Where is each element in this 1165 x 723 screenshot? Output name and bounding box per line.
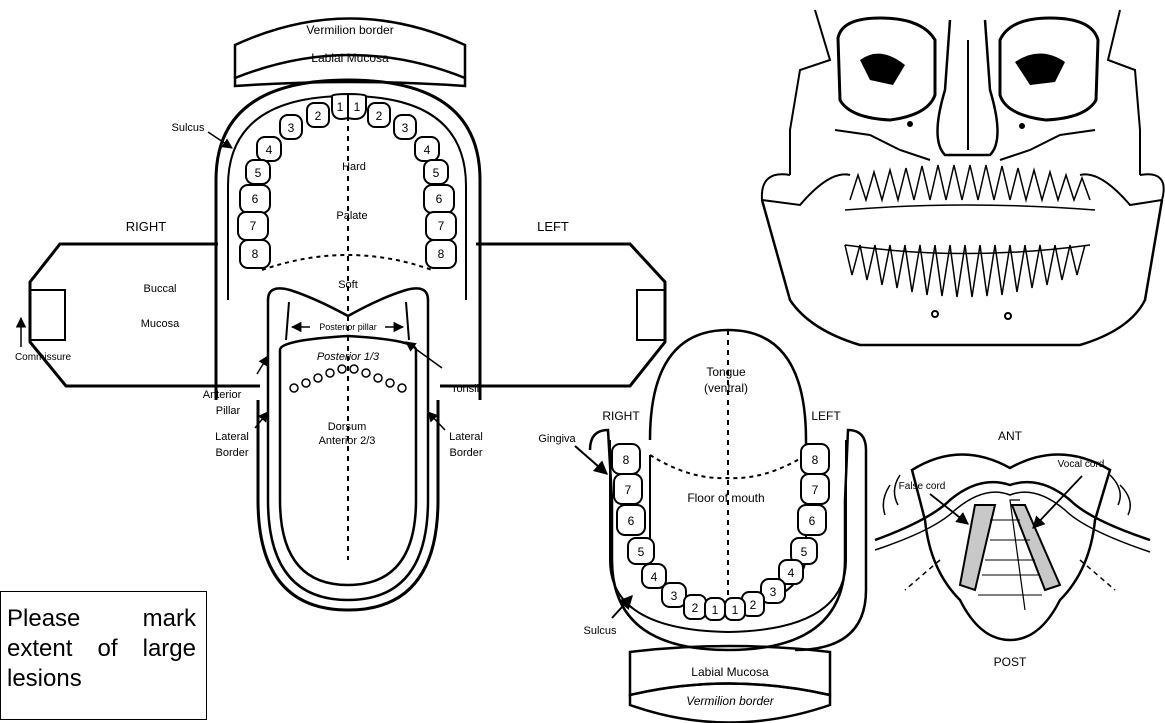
tooth-num: 1 bbox=[354, 100, 361, 114]
post-label: POST bbox=[994, 655, 1027, 669]
lower-vermilion-label: Vermilion border bbox=[686, 694, 775, 708]
buccal-label: Buccal bbox=[143, 283, 176, 295]
tonsil-label: Tonsil bbox=[451, 383, 479, 395]
right-commissure-box bbox=[30, 290, 65, 340]
lesion-instruction-text: Please mark extent of large lesions bbox=[7, 605, 196, 692]
tooth-num: 8 bbox=[623, 453, 630, 467]
lower-right-label: RIGHT bbox=[602, 409, 640, 423]
false-cord-shade bbox=[960, 505, 995, 590]
posterior-pillar-left-line bbox=[286, 302, 289, 340]
posterior-third-label: Posterior 1/3 bbox=[317, 351, 380, 363]
ant-label: ANT bbox=[998, 429, 1023, 443]
posterior-pillar-right-line bbox=[406, 302, 409, 340]
false-cord-label: False cord bbox=[899, 481, 946, 492]
anterior-two-thirds-label: Anterior 2/3 bbox=[319, 435, 376, 447]
tooth-num: 4 bbox=[651, 570, 658, 584]
tooth-num: 4 bbox=[266, 143, 273, 157]
gingiva-arrow bbox=[575, 446, 607, 474]
tooth-num: 5 bbox=[433, 166, 440, 180]
tooth-num: 2 bbox=[315, 109, 322, 123]
tooth-num: 7 bbox=[438, 219, 445, 233]
sulcus-label: Sulcus bbox=[171, 122, 205, 134]
hard-palate-label: Hard bbox=[342, 161, 366, 173]
tooth-num: 4 bbox=[424, 143, 431, 157]
buccal-mucosa-label: Mucosa bbox=[141, 318, 180, 330]
vocal-cord-shade bbox=[1012, 505, 1060, 590]
upper-left-label: LEFT bbox=[537, 219, 569, 234]
tooth-num: 5 bbox=[638, 545, 645, 559]
anterior-pillar-arrow bbox=[257, 356, 268, 374]
lateral-label-right: Lateral bbox=[215, 431, 249, 443]
lower-left-label: LEFT bbox=[811, 409, 841, 423]
vocal-cord-label: Vocal cord bbox=[1058, 459, 1105, 470]
tooth-num: 8 bbox=[812, 453, 819, 467]
left-commissure-box bbox=[637, 290, 665, 340]
tooth-num: 5 bbox=[801, 545, 808, 559]
lateral-label-left: Lateral bbox=[449, 431, 483, 443]
tooth-num: 5 bbox=[255, 166, 262, 180]
tooth-num: 1 bbox=[712, 603, 719, 617]
tooth-num: 6 bbox=[252, 192, 259, 206]
border-label-left: Border bbox=[449, 447, 482, 459]
tooth-num: 8 bbox=[252, 247, 259, 261]
upper-vermilion-label: Vermilion border bbox=[306, 23, 393, 37]
border-label-right: Border bbox=[215, 447, 248, 459]
tooth-num: 2 bbox=[692, 601, 699, 615]
tooth-num: 3 bbox=[402, 121, 409, 135]
lower-teeth bbox=[612, 444, 829, 620]
tooth-num: 3 bbox=[671, 589, 678, 603]
tooth-num: 8 bbox=[438, 247, 445, 261]
tooth-num: 7 bbox=[250, 219, 257, 233]
pillar-label: Pillar bbox=[216, 405, 241, 417]
tooth-num: 2 bbox=[750, 598, 757, 612]
tonsil-arrow bbox=[406, 342, 442, 368]
upper-labial-mucosa-label: Labial Mucosa bbox=[311, 51, 389, 65]
skull-drawing bbox=[762, 10, 1164, 345]
mandible bbox=[762, 200, 1162, 345]
tooth-num: 6 bbox=[628, 514, 635, 528]
lesion-instruction-note: Please mark extent of large lesions bbox=[0, 591, 207, 720]
tooth-num: 3 bbox=[288, 121, 295, 135]
anterior-label: Anterior bbox=[203, 389, 242, 401]
posterior-pillar-label: Posterior pillar bbox=[319, 322, 377, 332]
tooth-num: 6 bbox=[436, 192, 443, 206]
tooth-num: 3 bbox=[770, 585, 777, 599]
tooth-num: 1 bbox=[337, 100, 344, 114]
left-buccal-flap bbox=[440, 244, 665, 386]
gingiva-label: Gingiva bbox=[538, 433, 576, 445]
tooth-num: 7 bbox=[812, 483, 819, 497]
tongue-label: Tongue bbox=[706, 365, 746, 379]
tooth-num: 2 bbox=[376, 109, 383, 123]
lower-labial-mucosa-label: Labial Mucosa bbox=[691, 665, 769, 679]
floor-of-mouth-label: Floor of mouth bbox=[687, 491, 764, 505]
palate-label: Palate bbox=[336, 210, 367, 222]
tooth-num: 6 bbox=[809, 514, 816, 528]
lower-sulcus-label: Sulcus bbox=[583, 625, 617, 637]
ventral-label: (ventral) bbox=[704, 381, 748, 395]
tooth-num: 4 bbox=[788, 566, 795, 580]
commissure-label: Commissure bbox=[15, 352, 72, 363]
false-cord-arrow bbox=[930, 494, 968, 524]
dorsum-label: Dorsum bbox=[328, 421, 367, 433]
soft-palate-label: Soft bbox=[338, 279, 358, 291]
tooth-num: 7 bbox=[625, 483, 632, 497]
skull-upper-teeth bbox=[850, 165, 1090, 200]
upper-right-label: RIGHT bbox=[126, 219, 167, 234]
tooth-num: 1 bbox=[732, 603, 739, 617]
